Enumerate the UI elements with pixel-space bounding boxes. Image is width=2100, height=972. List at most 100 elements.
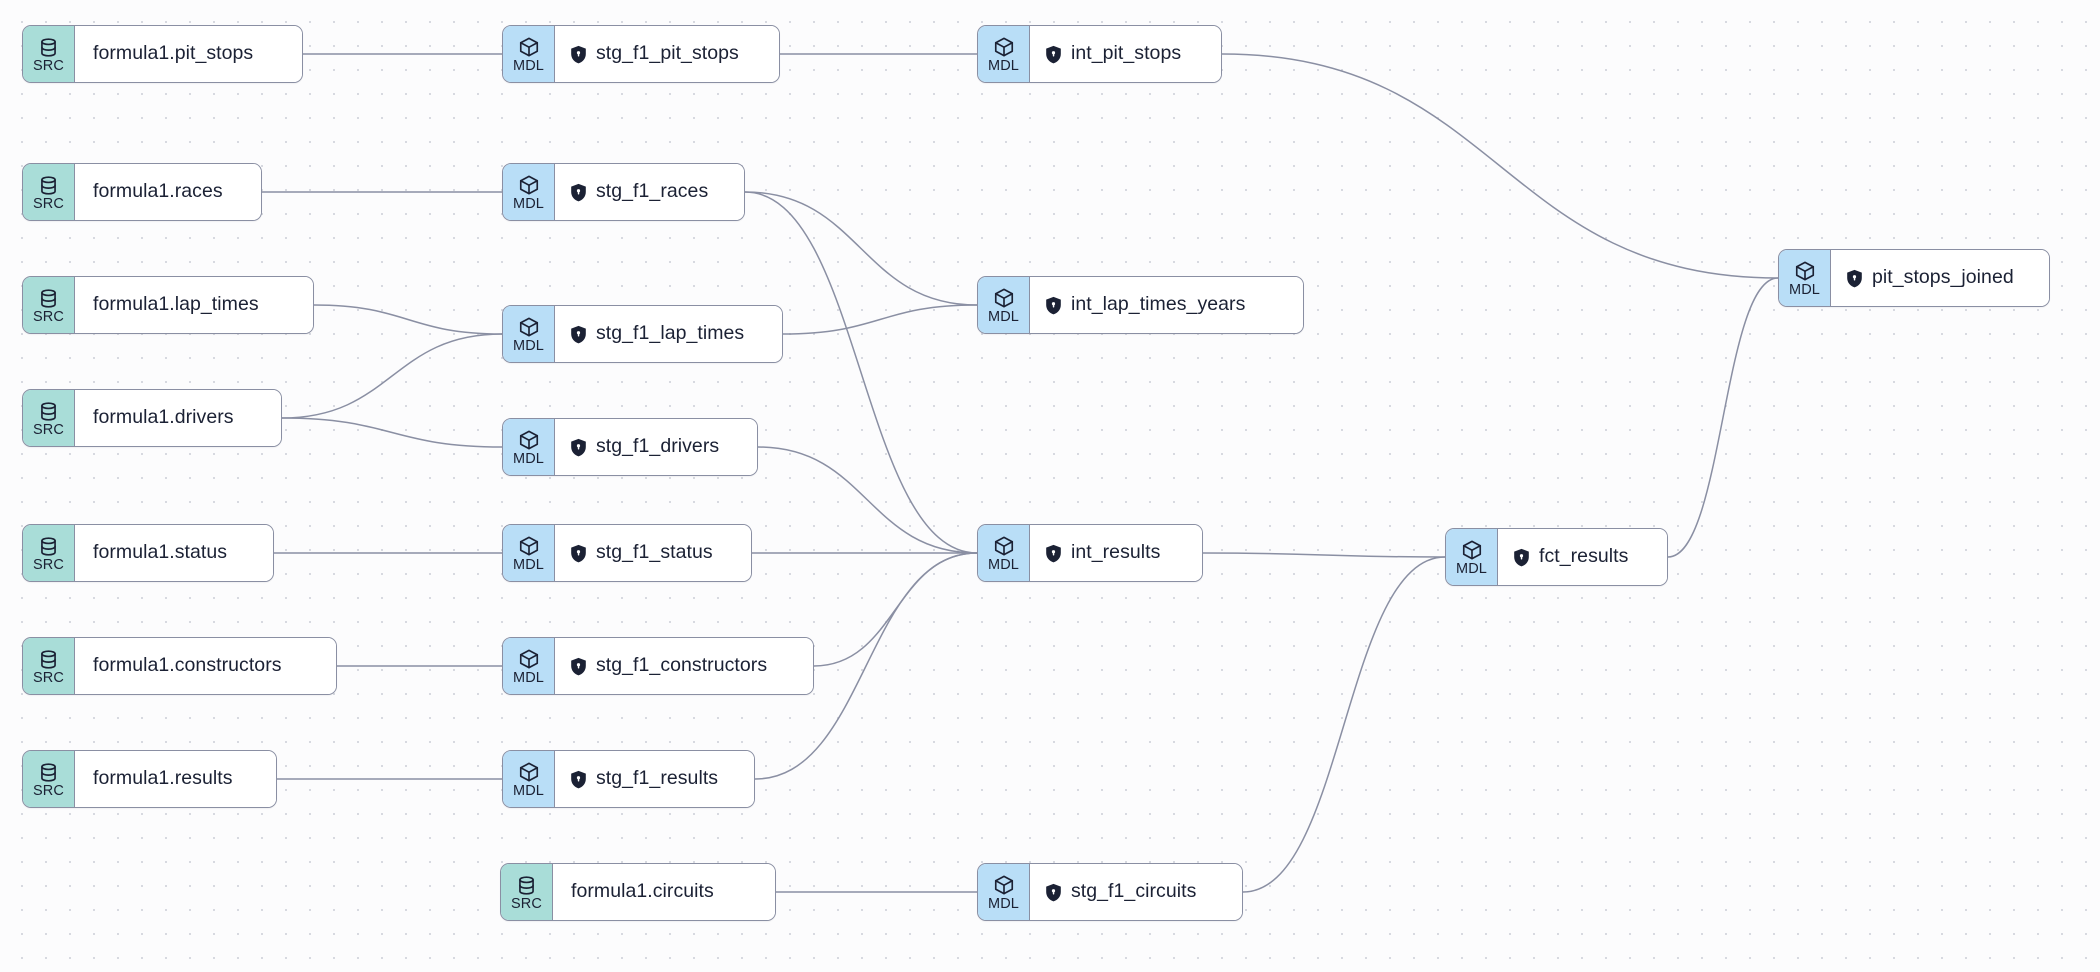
shield-icon [570, 438, 587, 457]
node-type-badge: MDL [503, 164, 555, 220]
cube-icon [993, 287, 1015, 309]
node-type-label: MDL [1789, 282, 1820, 299]
cube-icon [993, 535, 1015, 557]
node-type-label: SRC [33, 556, 64, 573]
lineage-node-int_results[interactable]: MDL int_results [977, 524, 1203, 582]
database-icon [38, 175, 59, 196]
database-icon [38, 37, 59, 58]
lineage-node-stg_pit_stops[interactable]: MDL stg_f1_pit_stops [502, 25, 780, 83]
node-label: formula1.constructors [93, 654, 282, 677]
node-type-badge: SRC [23, 26, 75, 82]
lineage-node-stg_circuits[interactable]: MDL stg_f1_circuits [977, 863, 1243, 921]
lineage-node-src_status[interactable]: SRC formula1.status [22, 524, 274, 582]
lineage-node-int_lap_times_years[interactable]: MDL int_lap_times_years [977, 276, 1304, 334]
node-type-badge: MDL [1779, 250, 1831, 306]
node-type-badge: SRC [23, 277, 75, 333]
node-type-label: MDL [513, 196, 544, 213]
node-label: fct_results [1539, 545, 1629, 568]
lineage-edge-stg_races-to-int_results [744, 191, 978, 554]
cube-icon [1794, 260, 1816, 282]
node-body: formula1.circuits [553, 864, 775, 920]
shield-icon [1045, 45, 1062, 64]
lineage-node-src_constructors[interactable]: SRC formula1.constructors [22, 637, 337, 695]
node-type-label: MDL [1456, 561, 1487, 578]
lineage-edge-stg_constructors-to-int_results [813, 552, 978, 667]
node-label: int_results [1071, 541, 1161, 564]
node-body: formula1.races [75, 164, 261, 220]
node-body: stg_f1_status [555, 525, 751, 581]
lineage-edge-int_pit_stops-to-pit_stops_joined [1221, 53, 1779, 279]
node-body: pit_stops_joined [1831, 250, 2049, 306]
node-body: stg_f1_lap_times [555, 306, 782, 362]
node-type-label: MDL [988, 896, 1019, 913]
node-body: formula1.drivers [75, 390, 281, 446]
node-label: int_lap_times_years [1071, 293, 1246, 316]
node-type-label: MDL [513, 338, 544, 355]
shield-icon [570, 770, 587, 789]
node-type-badge: SRC [501, 864, 553, 920]
node-type-badge: MDL [1446, 529, 1498, 585]
node-type-badge: MDL [503, 751, 555, 807]
shield-icon [1045, 296, 1062, 315]
node-type-badge: MDL [978, 277, 1030, 333]
node-type-label: MDL [513, 58, 544, 75]
node-type-label: MDL [988, 557, 1019, 574]
node-body: formula1.constructors [75, 638, 336, 694]
lineage-node-stg_results[interactable]: MDL stg_f1_results [502, 750, 755, 808]
node-label: formula1.drivers [93, 406, 234, 429]
lineage-node-fct_results[interactable]: MDL fct_results [1445, 528, 1668, 586]
database-icon [38, 649, 59, 670]
node-type-label: SRC [33, 308, 64, 325]
database-icon [516, 875, 537, 896]
lineage-node-stg_lap_times[interactable]: MDL stg_f1_lap_times [502, 305, 783, 363]
lineage-edge-src_drivers-to-stg_lap_times [281, 333, 503, 419]
shield-icon [570, 657, 587, 676]
lineage-edge-stg_drivers-to-int_results [757, 446, 978, 554]
node-type-badge: MDL [503, 26, 555, 82]
node-type-badge: SRC [23, 525, 75, 581]
node-type-badge: SRC [23, 751, 75, 807]
database-icon [38, 401, 59, 422]
node-label: formula1.status [93, 541, 228, 564]
node-body: int_results [1030, 525, 1202, 581]
node-type-badge: SRC [23, 638, 75, 694]
lineage-edge-src_drivers-to-stg_drivers [281, 417, 503, 448]
shield-icon [570, 183, 587, 202]
node-body: stg_f1_results [555, 751, 754, 807]
node-label: stg_f1_constructors [596, 654, 768, 677]
lineage-node-stg_status[interactable]: MDL stg_f1_status [502, 524, 752, 582]
lineage-node-pit_stops_joined[interactable]: MDL pit_stops_joined [1778, 249, 2050, 307]
node-type-badge: MDL [978, 864, 1030, 920]
node-label: stg_f1_circuits [1071, 880, 1197, 903]
node-type-label: MDL [513, 557, 544, 574]
node-type-badge: MDL [503, 525, 555, 581]
node-label: stg_f1_results [596, 767, 719, 790]
node-type-label: MDL [988, 58, 1019, 75]
node-label: stg_f1_status [596, 541, 713, 564]
node-type-label: MDL [513, 783, 544, 800]
database-icon [38, 536, 59, 557]
cube-icon [518, 535, 540, 557]
shield-icon [570, 45, 587, 64]
node-type-label: MDL [513, 451, 544, 468]
shield-icon [1045, 544, 1062, 563]
node-label: formula1.races [93, 180, 223, 203]
cube-icon [518, 174, 540, 196]
cube-icon [518, 761, 540, 783]
node-type-badge: MDL [503, 419, 555, 475]
node-type-badge: MDL [978, 525, 1030, 581]
node-label: pit_stops_joined [1872, 266, 2014, 289]
node-label: stg_f1_pit_stops [596, 42, 739, 65]
